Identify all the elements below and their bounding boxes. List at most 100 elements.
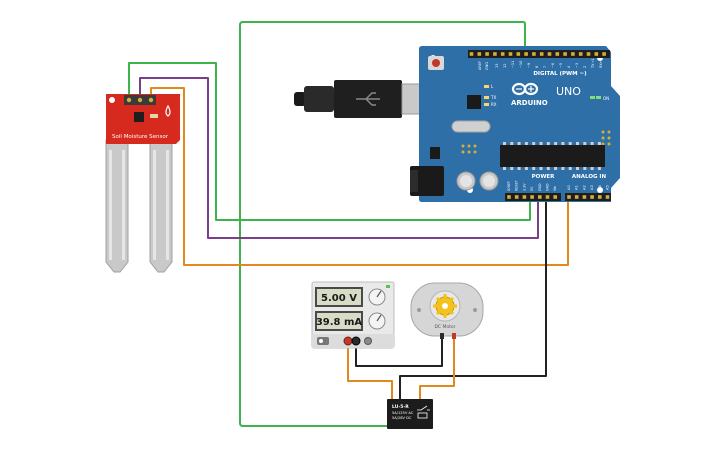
relay-switch-icon <box>417 405 430 419</box>
power-pin-label: 5V <box>530 186 534 191</box>
digital-pin-hole[interactable] <box>493 52 497 56</box>
atmega-chip <box>500 145 605 167</box>
power-pin-hole[interactable] <box>514 195 519 199</box>
power-pin-label: GND <box>546 183 550 191</box>
analog-pin-hole[interactable] <box>582 195 587 199</box>
power-pin-hole[interactable] <box>530 195 534 199</box>
chip-leg <box>568 167 572 170</box>
wire-black-gnd-relay[interactable] <box>399 195 547 401</box>
arduino-logo-icon <box>511 82 539 96</box>
dc-jack-front <box>410 170 418 192</box>
crystal <box>451 120 491 133</box>
digital-pin-hole[interactable] <box>563 52 567 56</box>
digital-pin-hole[interactable] <box>516 52 521 56</box>
soil-moisture-sensor[interactable]: Soil Moisture Sensor <box>105 94 180 273</box>
digital-header[interactable] <box>468 50 610 58</box>
usb-chip <box>467 95 481 109</box>
analog-header[interactable] <box>565 193 611 201</box>
analog-pin-hole[interactable] <box>590 195 594 199</box>
analog-pin-hole[interactable] <box>605 195 610 199</box>
wire-orange-sensor-signal[interactable] <box>150 87 569 266</box>
analog-pin-hole[interactable] <box>574 195 579 199</box>
digital-pin-hole[interactable] <box>602 52 606 56</box>
digital-pin-label: 7 <box>543 66 547 68</box>
digital-pin-hole[interactable] <box>594 52 599 56</box>
power-pin-hole[interactable] <box>545 195 550 199</box>
analog-pin-label: A4 <box>598 185 602 190</box>
chip-leg <box>561 142 565 145</box>
power-pin-hole[interactable] <box>538 195 542 199</box>
ground-terminal[interactable] <box>364 337 372 345</box>
wire-green-sensor-vcc[interactable] <box>128 62 531 221</box>
chip-leg <box>546 167 550 170</box>
digital-label: DIGITAL (PWM ~) <box>533 71 587 77</box>
led-rx-label: RX <box>491 102 497 107</box>
analog-pin-holes[interactable] <box>567 195 610 199</box>
analog-pin-hole[interactable] <box>567 195 571 199</box>
motor-terminal-2[interactable] <box>452 333 456 339</box>
digital-pin-label: ~5 <box>559 63 563 68</box>
chip-leg <box>590 167 594 170</box>
digital-pin-hole[interactable] <box>578 52 583 56</box>
wire-purple-sensor-gnd[interactable] <box>139 77 539 239</box>
digital-pin-hole[interactable] <box>555 52 560 56</box>
power-supply[interactable]: 5.00 V 39.8 mA <box>311 281 395 349</box>
current-knob[interactable] <box>368 312 386 330</box>
digital-pin-hole[interactable] <box>469 52 474 56</box>
sensor-header-pins[interactable] <box>124 95 156 105</box>
capacitor-2-top <box>483 175 495 187</box>
arduino-logo-symbols <box>516 86 534 92</box>
chip-leg <box>546 142 550 145</box>
positive-terminal[interactable] <box>343 336 353 346</box>
digital-pin-hole[interactable] <box>539 52 544 56</box>
power-pin-label: RESET <box>515 179 519 191</box>
digital-pin-hole[interactable] <box>586 52 591 56</box>
analog-pin-label: A5 <box>606 185 610 190</box>
sensor-mount-hole <box>109 97 115 103</box>
digital-pin-holes[interactable] <box>469 52 606 56</box>
current-readout: 39.8 mA <box>316 317 363 328</box>
power-pin-label: 3.3V <box>522 183 526 191</box>
power-pin-hole[interactable] <box>553 195 557 199</box>
reset-button-cap[interactable] <box>432 59 440 67</box>
digital-pin-hole[interactable] <box>477 52 482 56</box>
usb-icon <box>356 92 380 106</box>
power-pin-hole[interactable] <box>507 195 511 199</box>
dc-jack[interactable] <box>410 166 444 196</box>
digital-pin-hole[interactable] <box>571 52 575 56</box>
digital-pin-label: 13 <box>495 64 499 68</box>
digital-pin-hole[interactable] <box>524 52 528 56</box>
negative-terminal[interactable] <box>351 336 361 346</box>
digital-pin-label: 4 <box>567 65 571 68</box>
chip-leg <box>597 142 601 145</box>
digital-pin-hole[interactable] <box>508 52 513 56</box>
chip-leg <box>510 142 514 145</box>
digital-pin-hole[interactable] <box>500 52 505 56</box>
digital-pin-label: ~11 <box>511 61 515 68</box>
digital-pin-hole[interactable] <box>532 52 536 56</box>
dc-motor[interactable]: DC Motor <box>410 282 484 339</box>
digital-pin-hole[interactable] <box>547 52 552 56</box>
voltage-knob[interactable] <box>368 288 386 306</box>
relay[interactable]: LU-5-R 5A/125V AC 5A/28V DC <box>387 399 433 429</box>
wire-black-supply-motor[interactable] <box>355 332 443 367</box>
chip-leg <box>554 142 558 145</box>
chip-leg <box>583 142 587 145</box>
usb-cable[interactable] <box>294 80 427 118</box>
digital-pin-hole[interactable] <box>485 52 489 56</box>
wire-green-relay[interactable] <box>239 21 526 427</box>
chip-leg <box>532 142 536 145</box>
analog-pin-hole[interactable] <box>598 195 602 199</box>
sensor-label: Soil Moisture Sensor <box>112 134 169 140</box>
power-pin-holes[interactable] <box>507 195 557 199</box>
wire-orange-motor-relay[interactable] <box>419 332 455 401</box>
analog-pin-label: A0 <box>567 185 571 190</box>
chip-leg <box>517 142 521 145</box>
digital-pin-label: 12 <box>503 64 507 68</box>
status-leds <box>484 85 601 106</box>
power-pin-hole[interactable] <box>522 195 527 199</box>
wire-orange-supply-relay[interactable] <box>347 339 393 401</box>
voltage-readout: 5.00 V <box>321 293 357 304</box>
motor-terminal-1[interactable] <box>440 333 444 339</box>
